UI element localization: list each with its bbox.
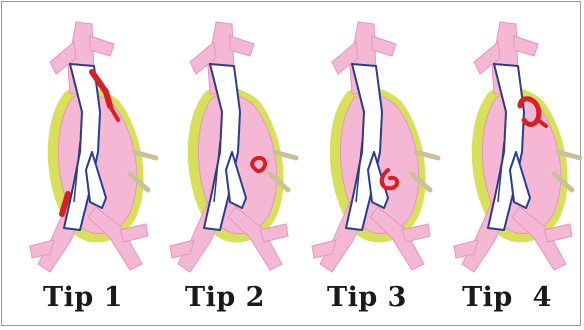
figure-frame: Tip 1 Tip 2 Tip 3 Tip 4 [1,1,581,326]
panel-tip-1 [30,22,156,272]
endograft-diagram [2,2,582,327]
label-tip-4: Tip 4 [442,282,572,313]
label-tip-3: Tip 3 [302,282,432,313]
panel-tip-2 [170,22,296,272]
panel-tip-4 [454,22,580,272]
label-tip-2: Tip 2 [160,282,290,313]
panel-tip-3 [312,22,438,272]
label-tip-1: Tip 1 [18,282,148,313]
